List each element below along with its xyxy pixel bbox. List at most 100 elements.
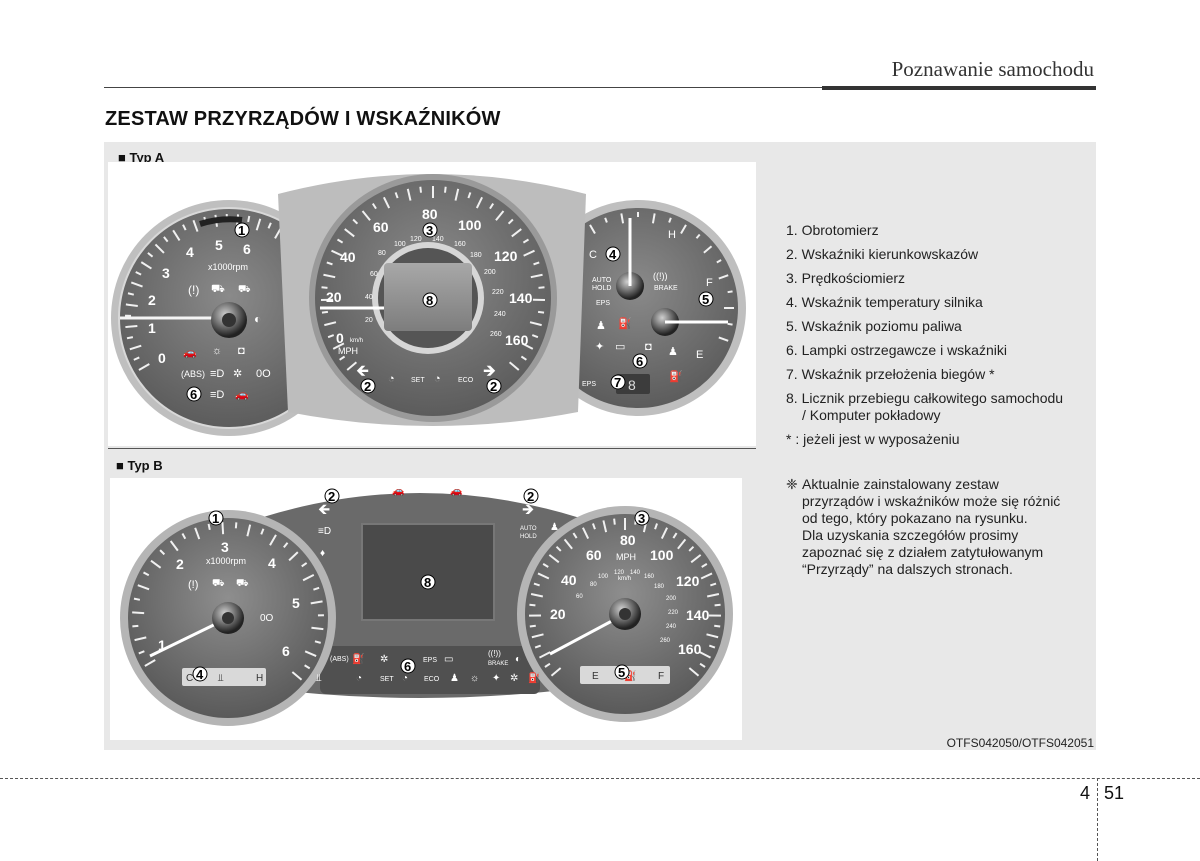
highbeam-icon: ≡D	[210, 368, 224, 380]
speed-b-small-120: 120	[614, 570, 625, 576]
notice-line-6: “Przyrządy” na dalszych stronach.	[802, 561, 1013, 577]
gauge-tick	[555, 545, 562, 552]
gauge-tick	[130, 281, 143, 288]
gauge-tick	[207, 523, 211, 531]
gauge-tick	[582, 527, 590, 539]
legend-item-8-cont: / Komputer pokładowy	[802, 407, 941, 423]
tach-b-num-5: 5	[292, 595, 300, 611]
gauge-tick	[344, 228, 355, 238]
speedometer-b: 20 40 60 80 100 120 140 160 60 80 100 12…	[517, 506, 733, 722]
footer-rule	[0, 778, 1200, 779]
fuel-pump-icon: ⛽	[669, 370, 683, 383]
tpms-b-icon: (!)	[188, 579, 198, 591]
gauge-tick	[454, 188, 460, 201]
callout-a-1: 1	[238, 223, 245, 238]
cruise-set-b-icon: ◔	[402, 673, 408, 684]
callout-a-6-right: 6	[636, 354, 643, 369]
esc-off-b-icon: ⛟	[236, 578, 249, 589]
tach-a-unit: x1000rpm	[208, 262, 248, 272]
gauge-tick	[339, 355, 346, 361]
eco-b: ECO	[424, 676, 440, 683]
header-rule	[104, 87, 1096, 88]
tach-b-num-1: 1	[158, 637, 166, 653]
speed-a-kmh-260: 260	[490, 331, 502, 338]
gauge-tick	[701, 562, 708, 568]
brake-b-icon: ((!))	[488, 649, 501, 658]
gauge-tick	[346, 361, 358, 371]
callout-b-4: 4	[196, 667, 204, 682]
gauge-tick	[221, 522, 225, 535]
gauge-tick	[255, 218, 262, 231]
gauge-tick	[620, 213, 625, 224]
legend-item-5: 5. Wskaźnik poziomu paliwa	[786, 318, 962, 334]
gauge-tick	[688, 667, 700, 677]
legend-item-1: 1. Obrotomierz	[786, 222, 879, 238]
airbag-b-icon: ✦	[492, 673, 500, 684]
gauge-tick	[163, 236, 169, 243]
gauge-tick	[563, 538, 573, 550]
type-a-label: ■ Typ A	[118, 150, 165, 165]
auto-hold-b-2: HOLD	[520, 534, 537, 540]
speed-b-num-140: 140	[686, 607, 710, 623]
tachometer-b: 1 2 3 4 5 6 x1000rpm (!) ⛟ ⛟ 0O C ⫫ H	[120, 510, 336, 726]
gauge-tick	[507, 218, 514, 225]
gauge-tick	[247, 215, 251, 223]
gauge-tick	[313, 586, 320, 591]
gauge-tick	[288, 551, 299, 562]
speed-a-kmh-200: 200	[484, 269, 496, 276]
callout-a-5: 5	[702, 292, 709, 307]
battery-b-icon: ▭	[444, 654, 453, 665]
abs-b-icon: (ABS)	[330, 656, 349, 663]
gauge-tick	[336, 238, 344, 244]
gauge-tick	[700, 572, 713, 580]
legend-item-4: 4. Wskaźnik temperatury silnika	[786, 294, 983, 310]
speed-b-small-140: 140	[630, 570, 641, 576]
eps-a-2: EPS	[582, 381, 596, 388]
gauge-tick	[311, 626, 324, 631]
gauge-tick	[520, 355, 527, 361]
turn-right-b-icon: 🡺	[522, 501, 534, 518]
gauge-tick	[688, 545, 695, 552]
gauge-tick	[169, 540, 179, 552]
gauge-tick	[126, 336, 134, 340]
gauge-tick	[604, 217, 608, 223]
speed-a-kmh: km/h	[350, 338, 363, 344]
headlight-icon: ◐	[254, 312, 261, 326]
speed-a-kmh-240: 240	[494, 311, 506, 318]
lamp-icon: ☼	[212, 345, 222, 357]
speed-b-small-100: 100	[598, 574, 609, 580]
gauge-tick	[192, 219, 199, 232]
legend-item-2: 2. Wskaźniki kierunkowskazów	[786, 246, 979, 262]
legend-item-8: 8. Licznik przebiegu całkowitego samocho…	[786, 390, 1064, 406]
gauge-tick	[572, 532, 578, 539]
callout-b-5: 5	[618, 665, 625, 680]
speed-b-num-120: 120	[676, 573, 700, 589]
section-title: ZESTAW PRZYRZĄDÓW I WSKAŹNIKÓW	[105, 108, 501, 130]
speed-a-kmh-20: 20	[365, 317, 373, 324]
gauge-tick	[324, 321, 337, 327]
notice-line-3: od tego, który pokazano na rysunku.	[802, 510, 1028, 526]
gauge-tick	[133, 597, 141, 601]
auto-hold-a-2: HOLD	[592, 285, 611, 292]
gauge-tick	[321, 310, 329, 314]
fog-icon: ✲	[233, 368, 242, 380]
fuel-b-e: E	[592, 671, 599, 682]
gauge-tick	[326, 261, 333, 266]
fuel-a-f: F	[706, 277, 713, 289]
speed-b-num-100: 100	[650, 547, 674, 563]
tach-a-num-0: 0	[158, 350, 166, 366]
tpms-icon: (!)	[188, 283, 199, 297]
gauge-tick	[530, 593, 544, 598]
gauge-tick	[129, 344, 142, 351]
speed-a-kmh-220: 220	[492, 289, 504, 296]
cruise-b-icon: ◔	[356, 673, 362, 684]
tach-a-num-6: 6	[243, 241, 251, 257]
speed-a-num-120: 120	[494, 248, 518, 264]
cruise-icon: ◔	[388, 373, 395, 385]
coolant-icon: ⫫	[218, 673, 224, 684]
callout-a-8: 8	[426, 293, 433, 308]
gauge-tick	[138, 650, 145, 655]
notice-line-1: Aktualnie zainstalowany zestaw	[802, 476, 999, 492]
gauge-tick	[361, 210, 371, 221]
gauge-tick	[419, 186, 422, 193]
